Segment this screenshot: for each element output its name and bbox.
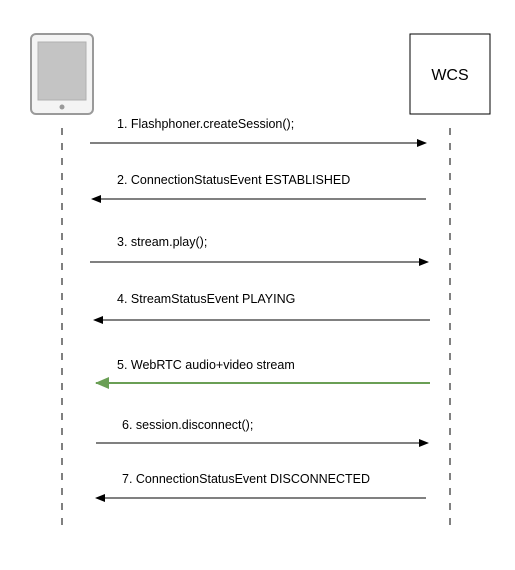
message-label: 2. ConnectionStatusEvent ESTABLISHED <box>117 173 350 187</box>
message-2: 2. ConnectionStatusEvent ESTABLISHED <box>91 173 426 203</box>
message-4: 4. StreamStatusEvent PLAYING <box>93 292 430 324</box>
message-3: 3. stream.play(); <box>90 235 429 266</box>
tablet-icon <box>30 33 94 115</box>
message-label: 4. StreamStatusEvent PLAYING <box>117 292 295 306</box>
message-label: 5. WebRTC audio+video stream <box>117 358 295 372</box>
server-box: WCS <box>409 33 491 115</box>
message-label: 6. session.disconnect(); <box>122 418 253 432</box>
messages: 1. Flashphoner.createSession(); 2. Connec… <box>90 117 430 502</box>
message-6: 6. session.disconnect(); <box>96 418 429 447</box>
server-label: WCS <box>431 67 468 84</box>
message-label: 1. Flashphoner.createSession(); <box>117 117 294 131</box>
message-label: 3. stream.play(); <box>117 235 207 249</box>
message-1: 1. Flashphoner.createSession(); <box>90 117 427 147</box>
message-7: 7. ConnectionStatusEvent DISCONNECTED <box>95 472 426 502</box>
message-label: 7. ConnectionStatusEvent DISCONNECTED <box>122 472 370 486</box>
message-5: 5. WebRTC audio+video stream <box>95 358 430 389</box>
